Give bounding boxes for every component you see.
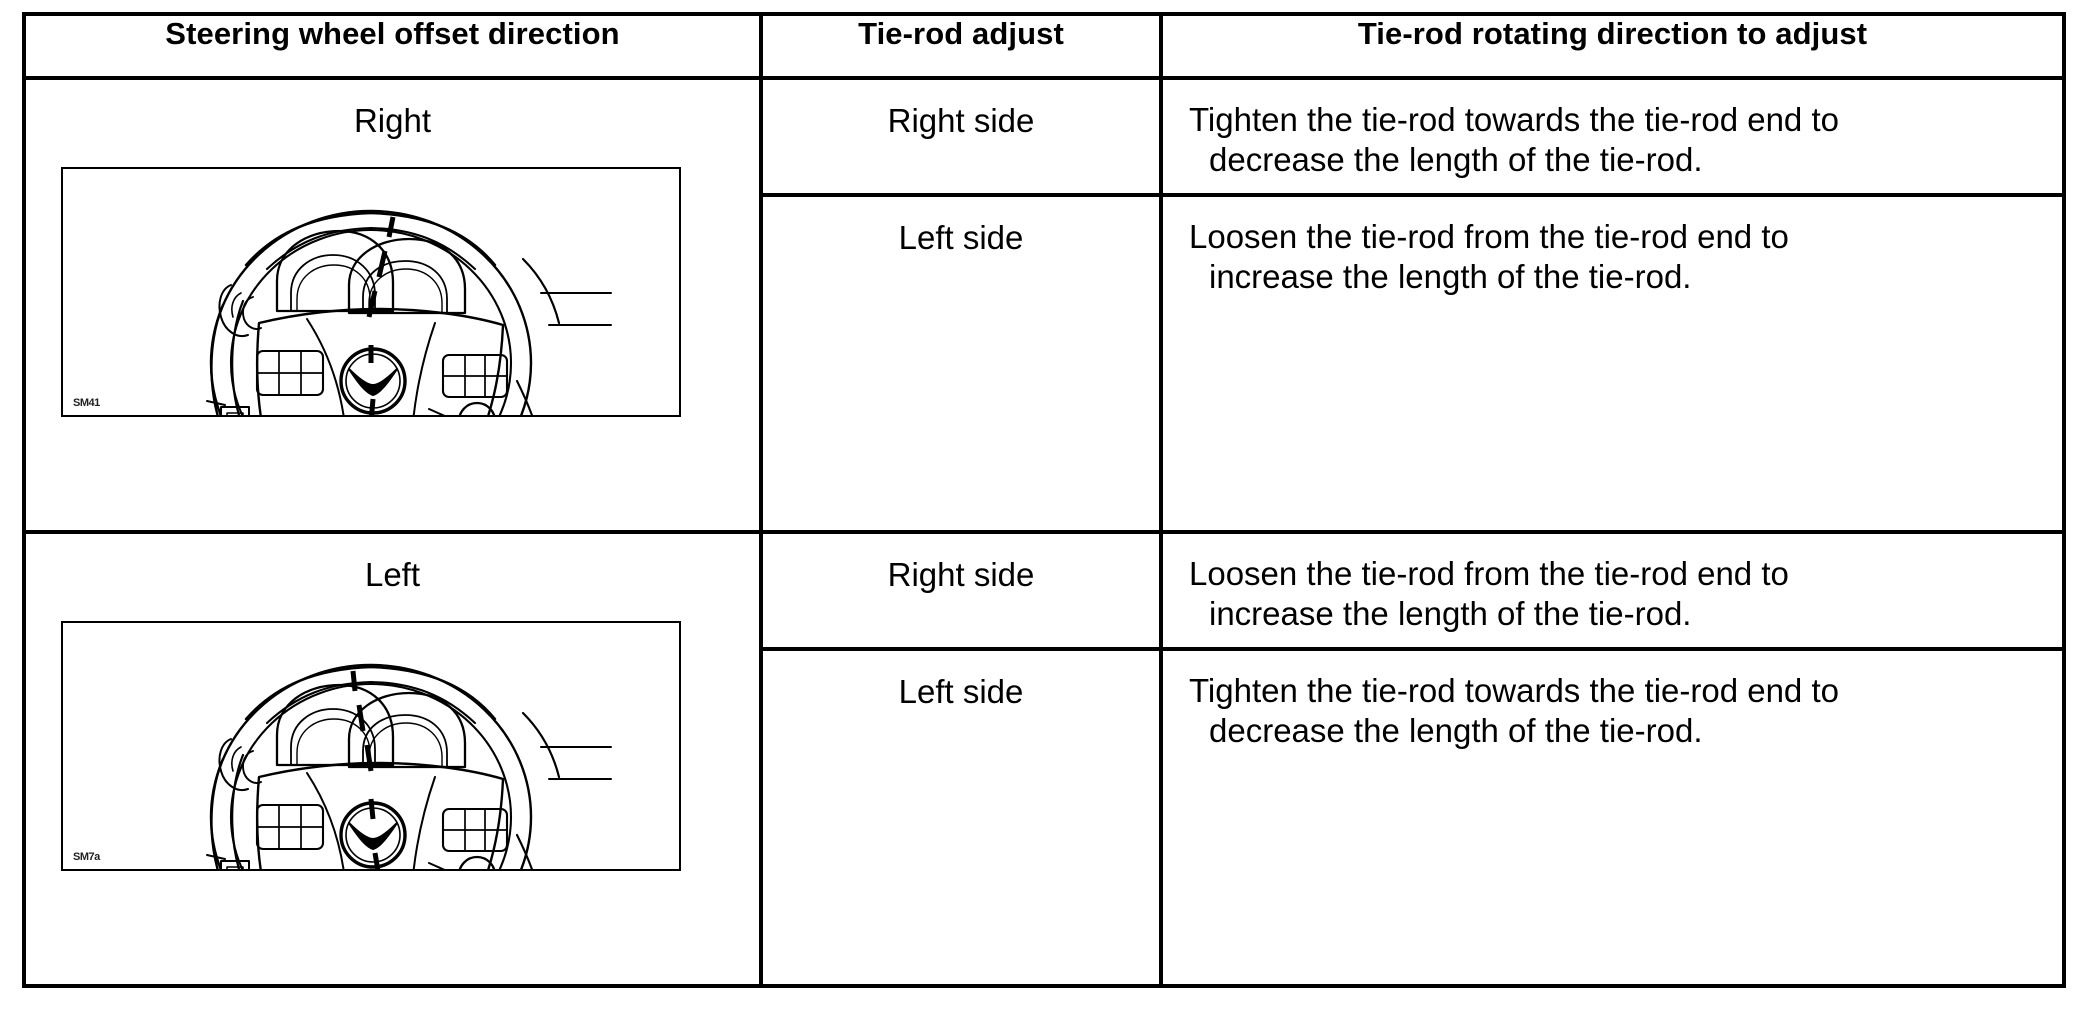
tie-rod-adjust-label: Left side [898,219,1024,257]
table-row: Left side Loosen the tie-rod from the ti… [24,193,2066,534]
instruction-line-2: increase the length of the tie-rod. [1209,595,1692,633]
tie-rod-adjust-cell: Left side [759,647,1163,988]
column-header-tie-rod-rotating-direction: Tie-rod rotating direction to adjust [1159,12,2066,80]
tie-rod-adjust-label: Right side [887,555,1035,593]
instruction-line-1: Loosen the tie-rod from the tie-rod end … [1189,554,1789,592]
offset-direction-label: Right [353,102,432,139]
tie-rod-rotating-direction-cell: Loosen the tie-rod from the tie-rod end … [1159,193,2066,534]
column-header-tie-rod-adjust: Tie-rod adjust [759,12,1163,80]
tie-rod-adjust-label: Right side [887,102,1035,139]
tie-rod-rotating-direction-cell: Tighten the tie-rod towards the tie-rod … [1159,75,2066,198]
steering-wheel-offset-cell-left: Left [22,529,763,989]
instruction-line-1: Loosen the tie-rod from the tie-rod end … [1189,218,1789,256]
tie-rod-adjust-label: Left side [898,673,1024,710]
table-row: Left side Tighten the tie-rod towards th… [24,647,2066,988]
instruction-line-2: decrease the length of the tie-rod. [1209,712,1703,750]
table-header-row: Steering wheel offset direction Tie-rod … [22,12,2066,80]
instruction-text: Loosen the tie-rod from the tie-rod end … [1163,197,2062,298]
tie-rod-adjust-cell: Right side [759,75,1163,198]
instruction-text: Tighten the tie-rod towards the tie-rod … [1163,651,2062,752]
instruction-line-2: increase the length of the tie-rod. [1209,258,1692,296]
table-row: Right [22,75,2066,534]
instruction-line-1: Tighten the tie-rod towards the tie-rod … [1189,101,1839,138]
instruction-text: Loosen the tie-rod from the tie-rod end … [1163,534,2062,635]
instruction-line-2: decrease the length of the tie-rod. [1209,141,1703,179]
table-row: Left [22,529,2066,989]
column-header-steering-wheel-offset-direction: Steering wheel offset direction [22,12,763,80]
tie-rod-adjustment-table: Steering wheel offset direction Tie-rod … [22,12,2066,989]
illustration-code-label: SM41 [73,397,100,409]
illustration-code-label: SM7a [73,850,100,863]
tie-rod-rotating-direction-cell: Tighten the tie-rod towards the tie-rod … [1159,647,2066,988]
offset-direction-label: Left [364,555,421,593]
steering-wheel-offset-cell-right: Right [22,76,763,534]
tie-rod-rotating-direction-cell: Loosen the tie-rod from the tie-rod end … [1159,529,2066,652]
tie-rod-adjust-cell: Left side [759,193,1163,534]
steering-wheel-illustration-right: SM41 [61,167,681,417]
steering-wheel-illustration-left: SM7a [61,620,681,871]
instruction-line-1: Tighten the tie-rod towards the tie-rod … [1189,672,1839,709]
tie-rod-adjust-cell: Right side [759,529,1163,652]
instruction-text: Tighten the tie-rod towards the tie-rod … [1163,80,2062,181]
